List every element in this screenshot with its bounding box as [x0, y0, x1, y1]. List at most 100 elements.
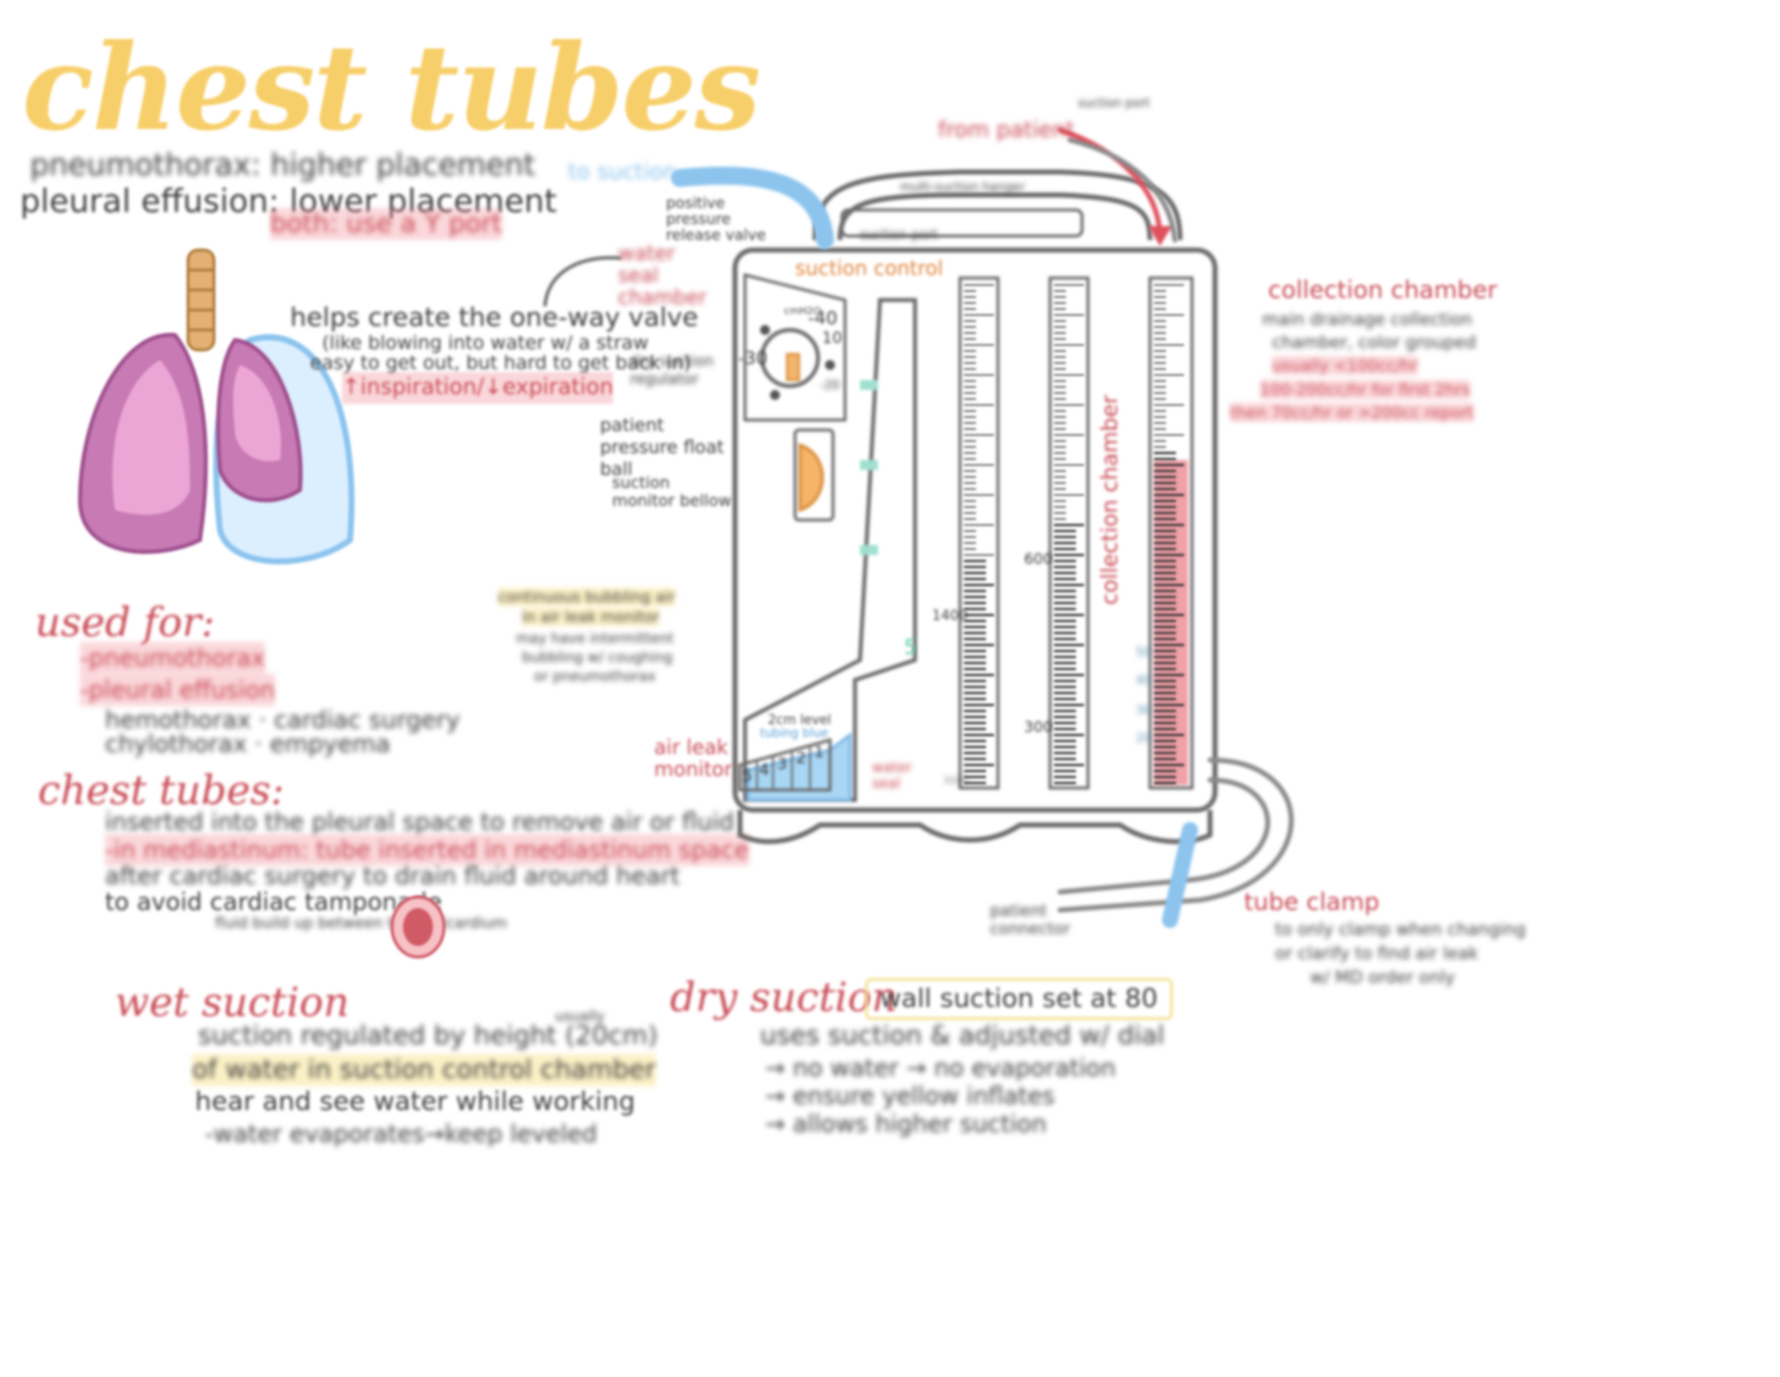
chest-tubes-line-3: after cardiac surgery to drain fluid aro…: [105, 862, 680, 890]
label-from-patient: from patient: [938, 118, 1075, 143]
device-body: [732, 247, 1218, 813]
intro-line-1: pneumothorax: higher placement: [30, 148, 536, 183]
air-leak-cell-label: 3: [777, 754, 788, 773]
intro-line-2: pleural effusion: lower placement: [20, 182, 557, 220]
dial-20: -20: [820, 378, 840, 392]
used-for-item-4: chylothorax · empyema: [105, 730, 391, 758]
dry-suction-line-1: uses suction & adjusted w/ dial: [760, 1021, 1165, 1051]
patient-tube-red: [1057, 127, 1163, 241]
drain-tube-2: [1057, 777, 1271, 895]
label-suction-control: suction control: [795, 256, 944, 280]
label-dry-suction-regulator: dry suction regulator: [630, 352, 714, 388]
collection-tick-label: 40: [1136, 673, 1152, 687]
label-positive-pressure: positive pressure release valve: [666, 194, 766, 244]
used-for-heading: used for:: [35, 600, 215, 646]
dial-30: -30: [738, 348, 768, 369]
wet-suction-heading: wet suction: [115, 980, 350, 1026]
device-base: [737, 810, 1213, 845]
scale-column-1: [958, 276, 1000, 790]
wet-suction-line-1: suction regulated by height (20cm): [198, 1021, 658, 1051]
label-monitor: monitor: [654, 757, 733, 781]
chest-tubes-line-1: inserted into the pleural space to remov…: [105, 808, 735, 836]
label-patient-connector: patient connector: [990, 901, 1071, 938]
valve-note-line-3: easy to get out, but hard to get back in…: [310, 352, 692, 374]
chest-tubes-line-4: to avoid cardiac tamponade: [105, 888, 442, 916]
valve-note-line-2: (like blowing into water w/ a straw: [322, 332, 649, 354]
air-leak-cell-label: 1: [814, 742, 825, 761]
dry-suction-line-2: → no water → no evaporation: [765, 1054, 1116, 1082]
label-suction-monitor: suction monitor bellow: [612, 473, 732, 510]
heart-icon: [390, 895, 446, 959]
valve-note-text: helps create the one-way valve: [290, 303, 699, 333]
tube-clamp: [1162, 822, 1198, 928]
suction-arrow-water-seal: [543, 256, 622, 307]
collection-desc-3: usually <100cc/hr: [1272, 356, 1418, 375]
manifold-bar: [840, 208, 1084, 238]
chest-tubes-line-2: -in mediastinum: tube inserted in medias…: [105, 834, 750, 866]
wet-suction-line-3: hear and see water while working: [195, 1087, 636, 1117]
dry-suction-line-4: → allows higher suction: [765, 1110, 1047, 1138]
lungs-illustration: [77, 248, 355, 565]
float-ball-window: [793, 428, 835, 522]
bubbling-note-3: may have intermittent: [516, 631, 674, 647]
dry-suction-line-3: → ensure yellow inflates: [765, 1082, 1055, 1110]
air-leak-cell-label: 4: [759, 760, 770, 779]
dry-suction-dial: [760, 328, 820, 388]
device-handle-inner: [837, 192, 1153, 241]
drain-tube: [1057, 757, 1294, 913]
label-manifold: multi-suction hanger: [900, 180, 1025, 194]
scale-600: 600: [1024, 550, 1053, 568]
wet-suction-line-1-note: usually: [555, 1009, 605, 1025]
collection-desc-2: chamber, color grouped: [1272, 333, 1477, 353]
tube-clamp-note-2: or clarify to find air leak: [1275, 944, 1479, 964]
device-handle: [812, 169, 1183, 241]
dial-unit: cmH2O: [784, 306, 821, 317]
tube-clamp-note-1: to only clamp when changing: [1275, 920, 1526, 940]
patient-tube-gray: [1067, 137, 1178, 243]
collection-desc-4: 100-200cc/hr for first 2hrs: [1260, 380, 1471, 399]
wet-suction-line-4: -water evaporates→keep leveled: [205, 1120, 598, 1148]
chest-tubes-heading: chest tubes:: [38, 768, 285, 814]
page-title: chest tubes: [22, 18, 761, 157]
dry-suction-badge: wall suction set at 80: [865, 978, 1173, 1020]
label-tubing-blue: tubing blue: [760, 726, 829, 740]
bubbling-note-2: in air leak monitor: [522, 608, 660, 626]
dial-40: -40: [808, 308, 838, 329]
valve-note-line-4: ↑inspiration/↓expiration: [342, 372, 614, 404]
bubbling-note-1: continuous bubbling air: [498, 588, 675, 606]
label-suction-port: suction port: [860, 228, 938, 243]
collection-tick-label: 20: [1136, 731, 1152, 745]
label-air-leak: air leak: [654, 735, 729, 759]
label-collection-vertical: collection chamber: [1098, 394, 1123, 605]
collection-fill: [1154, 460, 1188, 785]
collection-tick-label: 50: [1136, 645, 1152, 659]
suction-tube-blue: [671, 166, 834, 249]
scale-column-2: [1048, 276, 1090, 790]
collection-tick-label: 30: [1136, 703, 1152, 717]
label-collection-chamber: collection chamber: [1268, 276, 1498, 304]
dry-suction-heading: dry suction: [670, 975, 898, 1021]
label-to-suction: to suction: [568, 160, 677, 185]
tube-clamp-note-3: w/ MD order only: [1310, 968, 1455, 988]
label-top-right-note: suction port: [1078, 96, 1150, 110]
scale-300: 300: [1024, 718, 1053, 736]
collection-desc-1: main drainage collection: [1262, 310, 1473, 330]
scale-1400: 1400: [932, 608, 968, 624]
dial-10: 10: [822, 328, 843, 347]
label-water-seal: water seal chamber: [618, 241, 707, 309]
scale-1110: 1110: [944, 776, 967, 786]
label-water-seal-small: water seal: [872, 760, 912, 792]
collection-desc-5: then 70cc/hr or >200cc report: [1230, 403, 1474, 422]
scale-column-3: [1148, 276, 1194, 790]
water-seal-column: [743, 298, 917, 802]
label-tube-clamp: tube clamp: [1244, 888, 1380, 916]
air-leak-cell-label: 2: [796, 748, 807, 767]
bubbling-note-4: bubbling w/ coughing: [522, 650, 673, 666]
intro-line-3: both: use a Y port: [270, 208, 503, 240]
wet-suction-line-2: of water in suction control chamber: [192, 1054, 656, 1086]
used-for-item-1: -pneumothorax: [80, 642, 266, 674]
valve-note-line-1: helps create the one-way valve: [290, 302, 698, 334]
air-leak-cell-label: 5: [742, 766, 753, 785]
left-panel: [743, 273, 847, 422]
